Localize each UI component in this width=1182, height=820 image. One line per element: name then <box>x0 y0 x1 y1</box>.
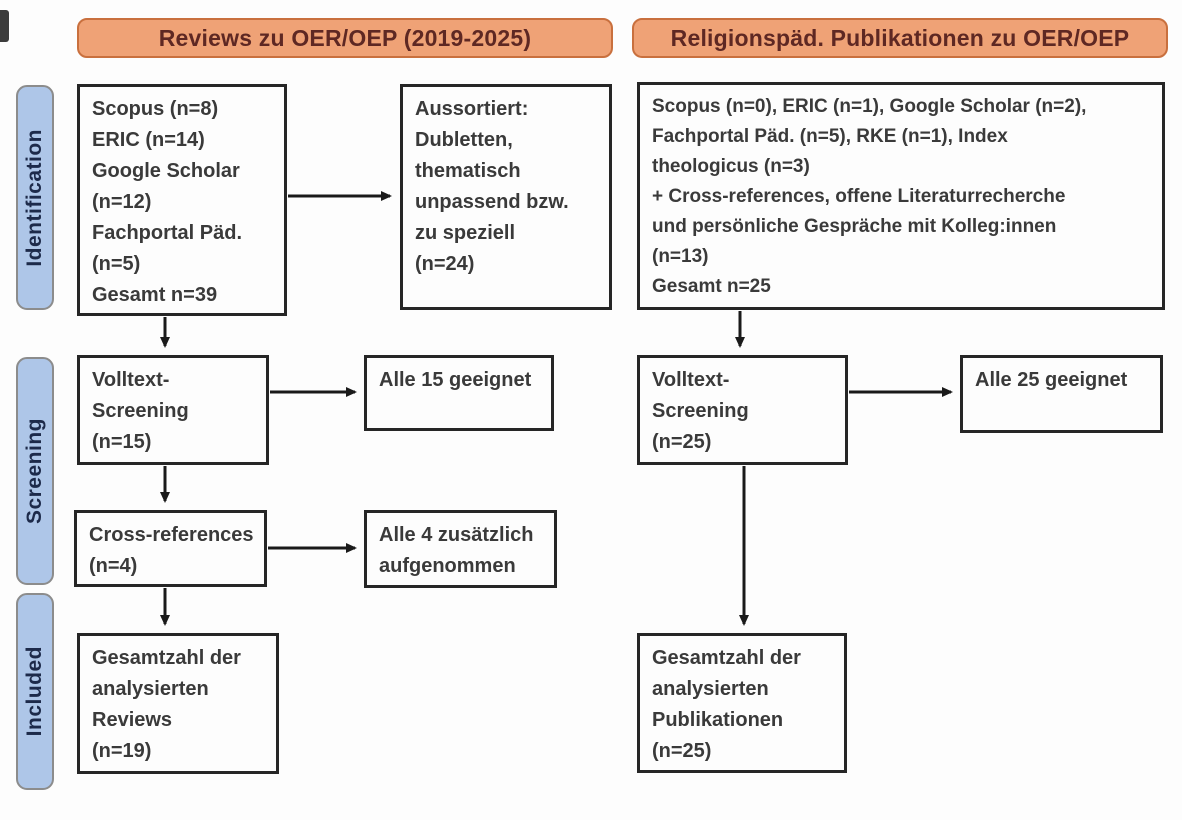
box-left-included-total: Gesamtzahl der analysierten Reviews (n=1… <box>77 633 279 774</box>
box-right-fulltext-screening-text: Volltext- Screening (n=25) <box>652 369 749 453</box>
box-left-crossreferences: Cross-references (n=4) <box>74 510 267 587</box>
box-right-fulltext-screening: Volltext- Screening (n=25) <box>637 355 848 465</box>
box-right-included-total-text: Gesamtzahl der analysierten Publikatione… <box>652 647 801 762</box>
stage-included-label: Included <box>23 646 46 737</box>
box-left-excluded-text: Aussortiert: Dubletten, thematisch unpas… <box>415 98 569 275</box>
stage-identification-label: Identification <box>23 128 46 267</box>
stage-screening-label: Screening <box>23 417 46 525</box>
column-header-religionspaed: Religionspäd. Publikationen zu OER/OEP <box>632 18 1168 58</box>
box-left-fulltext-result-text: Alle 15 geeignet <box>379 369 532 391</box>
box-left-fulltext-screening-text: Volltext- Screening (n=15) <box>92 369 189 453</box>
stage-identification: Identification <box>16 85 54 310</box>
box-left-fulltext-screening: Volltext- Screening (n=15) <box>77 355 269 465</box>
box-left-fulltext-result: Alle 15 geeignet <box>364 355 554 431</box>
box-left-included-total-text: Gesamtzahl der analysierten Reviews (n=1… <box>92 647 241 762</box>
stage-screening: Screening <box>16 357 54 585</box>
column-header-reviews-label: Reviews zu OER/OEP (2019-2025) <box>158 24 532 51</box>
edge-artifact <box>0 10 9 42</box>
box-left-crossreferences-text: Cross-references (n=4) <box>89 524 254 577</box>
column-header-reviews: Reviews zu OER/OEP (2019-2025) <box>77 18 613 58</box>
box-right-fulltext-result: Alle 25 geeignet <box>960 355 1163 433</box>
box-right-included-total: Gesamtzahl der analysierten Publikatione… <box>637 633 847 773</box>
box-right-sources-text: Scopus (n=0), ERIC (n=1), Google Scholar… <box>652 96 1087 297</box>
column-header-religionspaed-label: Religionspäd. Publikationen zu OER/OEP <box>670 24 1130 51</box>
box-right-sources: Scopus (n=0), ERIC (n=1), Google Scholar… <box>637 82 1165 310</box>
box-left-crossref-result: Alle 4 zusätzlich aufgenommen <box>364 510 557 588</box>
box-left-sources-text: Scopus (n=8) ERIC (n=14) Google Scholar … <box>92 98 243 306</box>
stage-included: Included <box>16 593 54 790</box>
box-left-crossref-result-text: Alle 4 zusätzlich aufgenommen <box>379 524 534 577</box>
box-left-sources: Scopus (n=8) ERIC (n=14) Google Scholar … <box>77 84 287 316</box>
box-left-excluded: Aussortiert: Dubletten, thematisch unpas… <box>400 84 612 310</box>
box-right-fulltext-result-text: Alle 25 geeignet <box>975 369 1128 391</box>
